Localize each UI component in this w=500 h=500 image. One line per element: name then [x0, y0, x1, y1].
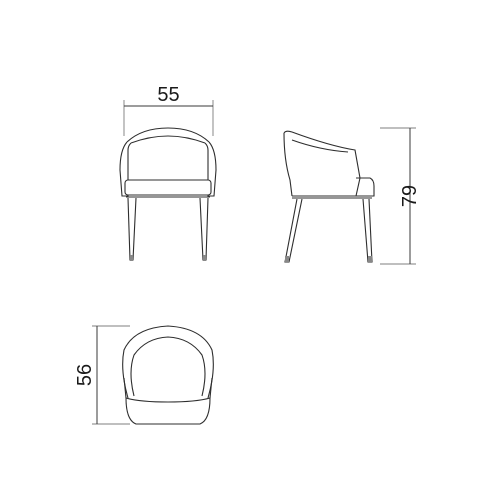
- top-outer-shell: [122, 325, 214, 399]
- top-inner-shell: [130, 336, 206, 397]
- side-backrest-outer: [283, 132, 293, 197]
- front-right-leg: [199, 197, 209, 261]
- front-right-leg-cap: [203, 255, 206, 261]
- top-seat: [125, 397, 211, 425]
- top-view: 56: [74, 325, 214, 425]
- depth-label: 56: [74, 364, 96, 386]
- front-inner-back: [130, 135, 206, 144]
- width-dimension: 55: [123, 84, 214, 136]
- front-seat: [124, 179, 212, 196]
- side-front-leg-cap: [368, 256, 372, 262]
- side-back-leg-cap: [285, 256, 289, 262]
- depth-dimension: 56: [74, 325, 130, 425]
- side-seat: [292, 177, 375, 197]
- side-back-leg: [284, 198, 303, 263]
- side-arm: [291, 139, 349, 153]
- side-view: 79: [283, 127, 421, 265]
- front-view: 55: [119, 84, 217, 261]
- front-left-leg-cap: [130, 255, 133, 261]
- front-right-arm: [204, 141, 217, 197]
- height-label: 79: [399, 185, 421, 207]
- width-label: 55: [157, 84, 179, 106]
- front-left-leg: [127, 197, 137, 261]
- side-backrest: [283, 130, 361, 197]
- side-front-leg: [362, 198, 373, 263]
- front-backrest: [126, 127, 210, 143]
- height-dimension: 79: [380, 127, 421, 265]
- front-left-arm: [119, 141, 132, 197]
